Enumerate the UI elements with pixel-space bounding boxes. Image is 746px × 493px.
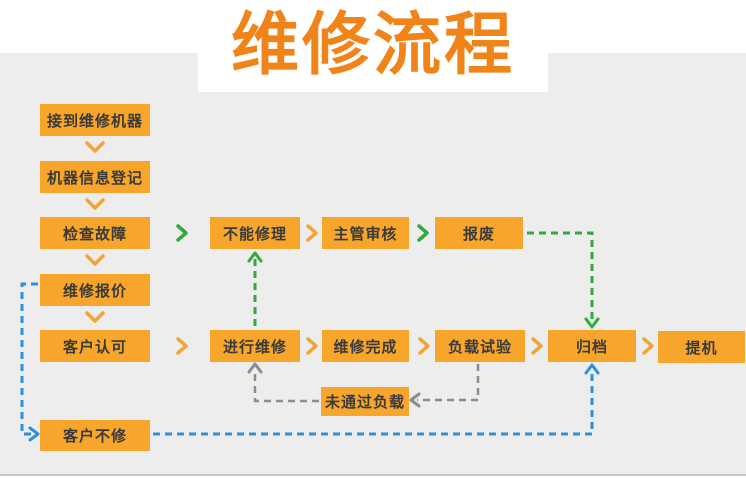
node-do-repair: 进行维修 [210, 330, 300, 362]
node-repair-quote: 维修报价 [40, 274, 150, 306]
node-customer-decline: 客户不修 [40, 420, 150, 451]
page-title: 维修流程 [230, 6, 515, 85]
node-archive: 归档 [548, 330, 636, 362]
node-supervisor-review: 主管审核 [322, 217, 409, 249]
node-cannot-repair: 不能修理 [210, 217, 300, 249]
node-customer-approve: 客户认可 [40, 330, 150, 362]
node-scrap: 报废 [435, 217, 523, 249]
title-box: 维修流程 [198, 0, 548, 92]
node-register-info: 机器信息登记 [40, 161, 150, 193]
node-fail-load: 未通过负载 [321, 387, 409, 416]
node-load-test: 负载试验 [435, 330, 525, 362]
node-check-fault: 检查故障 [40, 217, 150, 249]
node-pickup: 提机 [658, 331, 745, 363]
node-repair-done: 维修完成 [322, 330, 409, 362]
node-receive-machine: 接到维修机器 [40, 104, 150, 136]
